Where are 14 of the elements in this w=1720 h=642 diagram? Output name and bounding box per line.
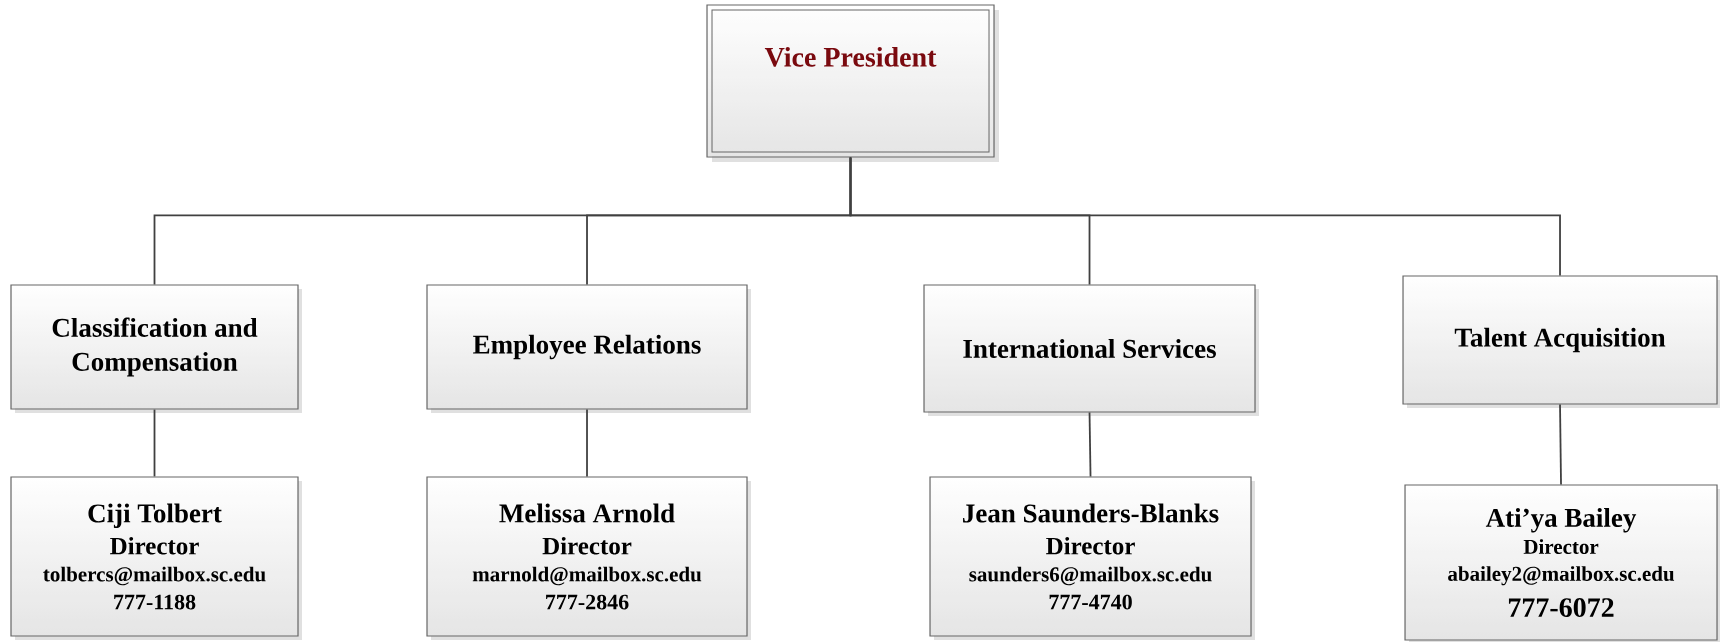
department-box: International Services	[923, 284, 1259, 416]
person-box: Jean Saunders-Blanks Director saunders6@mailbox.sc.edu 777-4740	[929, 476, 1255, 640]
title-box: Vice President	[706, 4, 999, 162]
connector-line	[586, 408, 588, 478]
person-box: Ati’ya Bailey Director abailey2@mailbox.sc.edu 777-6072	[1404, 484, 1720, 642]
department-box: Talent Acquisition	[1402, 275, 1720, 408]
connector-line	[849, 156, 1561, 277]
connector-line	[1559, 403, 1562, 486]
department-box: Classification and Compensation	[10, 284, 302, 413]
person-box: Ciji Tolbert Director tolbercs@mailbox.sc.edu 777-1188	[10, 476, 302, 640]
department-box: Employee Relations	[426, 284, 751, 413]
person-box: Melissa Arnold Director marnold@mailbox.sc.edu 777-2846	[426, 476, 751, 640]
connector-line	[1088, 411, 1092, 478]
connector-line	[153, 408, 156, 478]
